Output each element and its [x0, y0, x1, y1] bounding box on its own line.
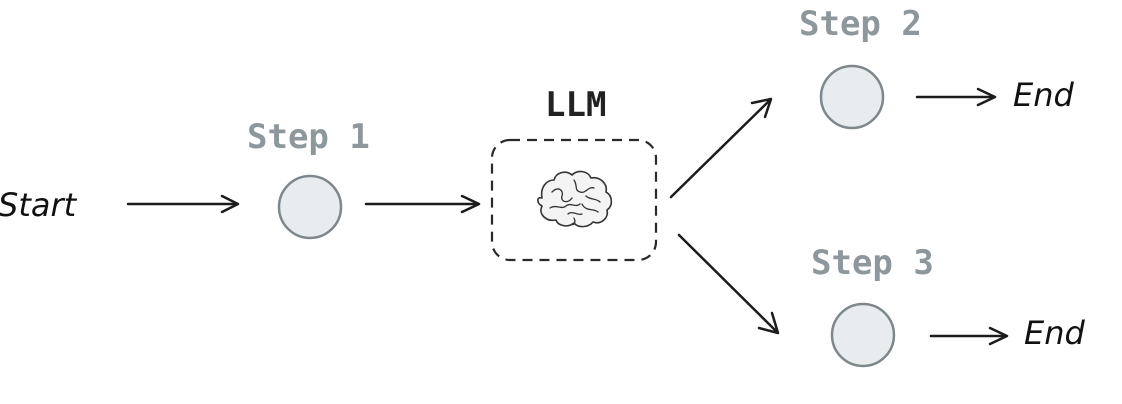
- end-label-top: End: [1013, 76, 1075, 114]
- arrow-llm-to-step2: [669, 97, 773, 199]
- step3-label: Step 3: [811, 243, 934, 283]
- arrow-step2-to-end: [915, 87, 997, 107]
- arrow-start-to-step1: [126, 194, 240, 214]
- step2-node: [819, 64, 885, 130]
- step1-node: [277, 174, 343, 240]
- llm-label: LLM: [545, 85, 606, 125]
- step1-label: Step 1: [247, 117, 370, 157]
- end-label-bottom: End: [1024, 314, 1086, 352]
- arrow-step1-to-llm: [364, 194, 481, 214]
- brain-icon: [537, 170, 613, 228]
- arrow-step3-to-end: [929, 326, 1009, 346]
- llm-box: [490, 138, 658, 262]
- start-label: Start: [0, 186, 78, 224]
- arrow-llm-to-step3: [677, 233, 780, 335]
- step3-node: [830, 302, 896, 368]
- step2-label: Step 2: [799, 4, 922, 44]
